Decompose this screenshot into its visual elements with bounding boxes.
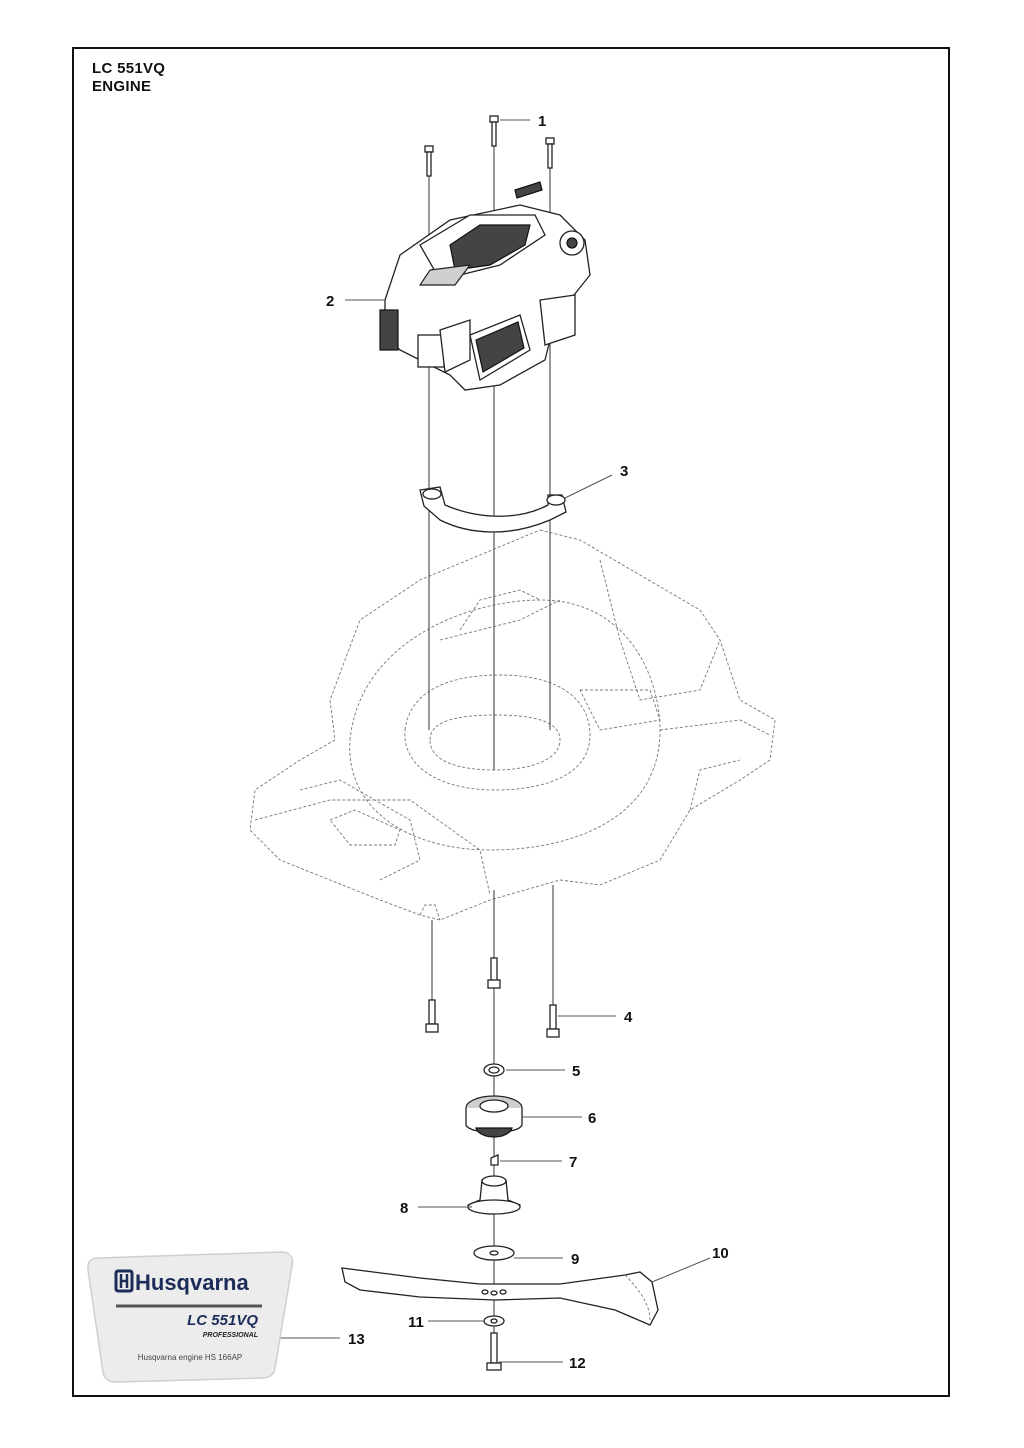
decal-tagline: PROFESSIONAL <box>203 1332 258 1339</box>
blade-bolt <box>486 1332 502 1371</box>
decal-model: LC 551VQ <box>187 1312 258 1329</box>
callout-8: 8 <box>400 1200 408 1217</box>
callout-5: 5 <box>572 1063 580 1080</box>
model-title: LC 551VQ <box>92 60 166 77</box>
callout-13: 13 <box>348 1331 365 1348</box>
shaft-washer <box>483 1063 505 1077</box>
mower-deck-outline <box>249 529 776 921</box>
decal-brand: Husqvarna <box>135 1270 249 1295</box>
callout-12: 12 <box>569 1355 586 1372</box>
engine-spacer-ring <box>419 486 567 533</box>
callout-2: 2 <box>326 293 334 310</box>
callout-10: 10 <box>712 1245 729 1262</box>
callout-7: 7 <box>569 1154 577 1171</box>
blade-adapter <box>467 1175 521 1215</box>
callout-1: 1 <box>538 113 546 130</box>
shaft-key <box>490 1154 499 1166</box>
decal-engine-label: Husqvarna engine HS 166AP <box>138 1353 243 1362</box>
cutting-blade <box>341 1267 659 1326</box>
page-title: LC 551VQ ENGINE <box>92 60 165 96</box>
model-decal: Husqvarna LC 551VQ PROFESSIONAL Husqvarn… <box>87 1251 294 1383</box>
section-title: ENGINE <box>92 78 152 95</box>
callout-11: 11 <box>408 1314 424 1331</box>
engine-bolts-bottom <box>425 957 560 1038</box>
callout-6: 6 <box>588 1110 596 1127</box>
engine-assembly <box>379 181 591 391</box>
callout-9: 9 <box>571 1251 579 1268</box>
crown-h-logo-icon <box>114 1269 134 1293</box>
drawing-frame <box>72 47 950 1397</box>
blade-hub <box>465 1095 523 1138</box>
leader-lines <box>280 119 711 1363</box>
callout-4: 4 <box>624 1009 633 1026</box>
callout-numbers: 1 2 3 4 5 6 7 8 9 10 11 12 13 <box>326 113 729 1372</box>
blade-washer <box>473 1245 515 1261</box>
engine-bolts-top <box>424 115 555 177</box>
callout-3: 3 <box>620 463 628 480</box>
blade-bolt-washer <box>483 1315 505 1327</box>
